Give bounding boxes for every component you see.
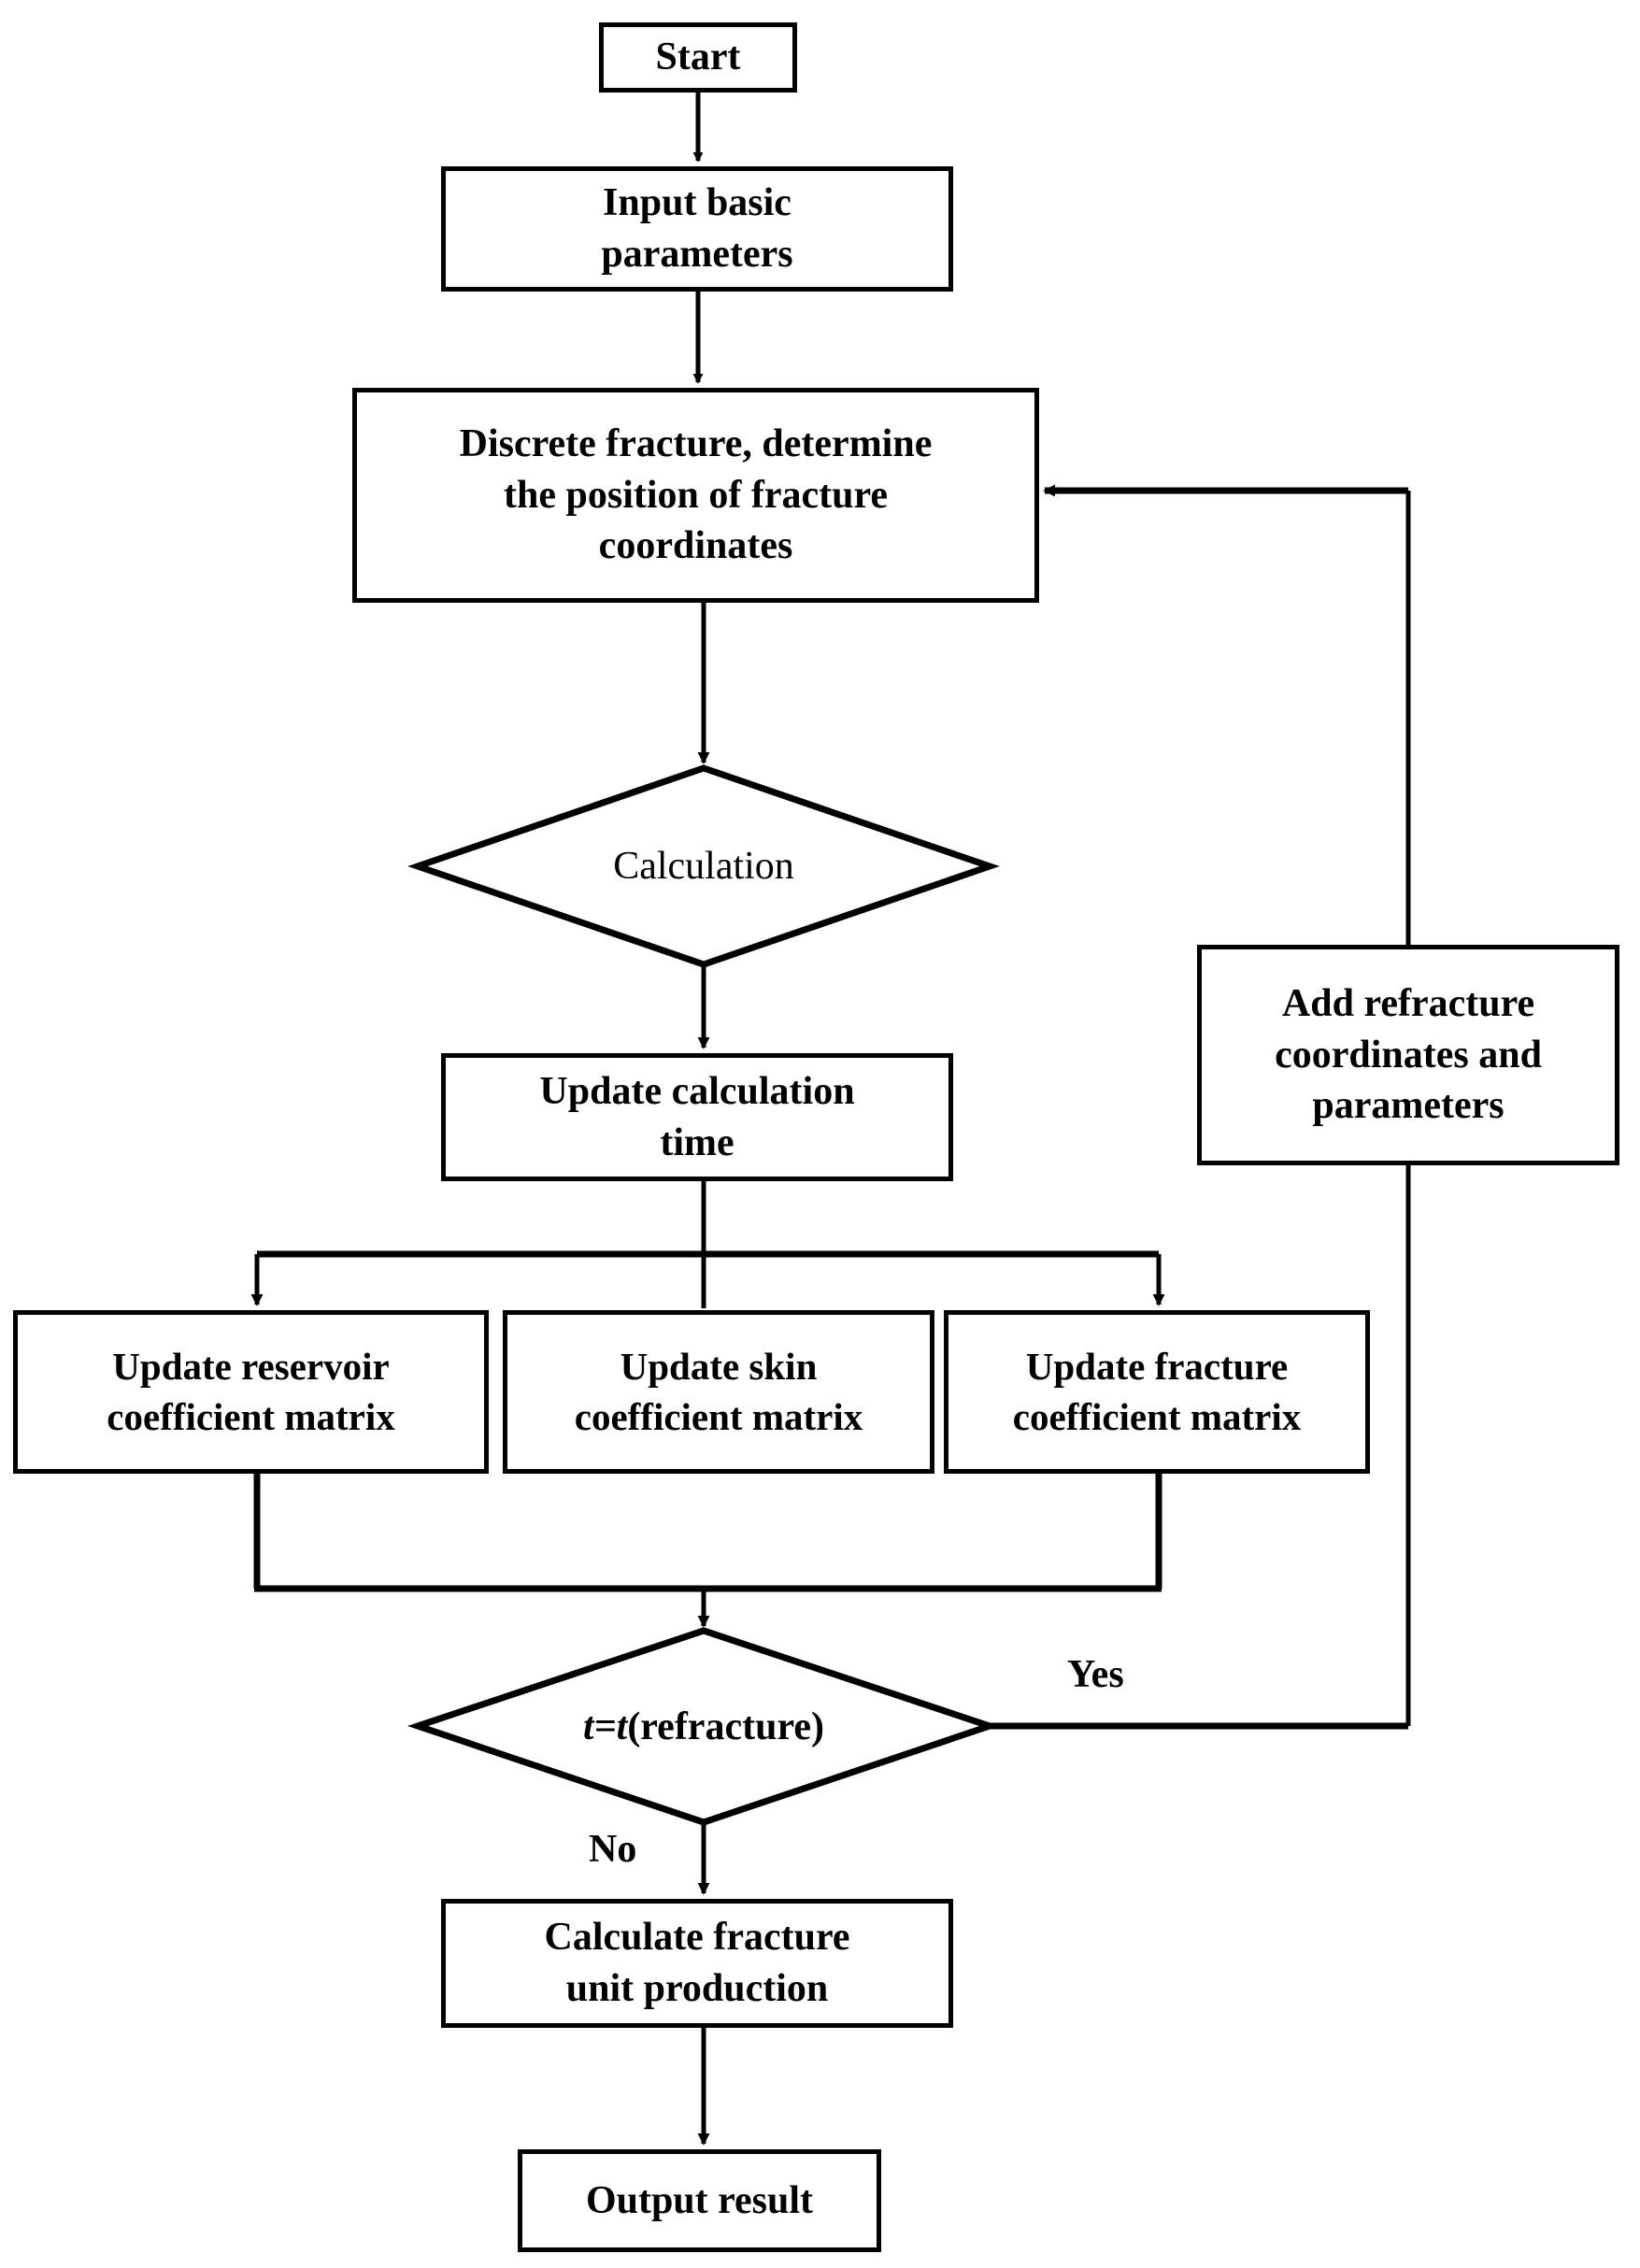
decision-var-t1: t	[583, 1705, 594, 1748]
edge-label-yes: Yes	[1067, 1653, 1124, 1696]
node-calculation-label: Calculation	[613, 845, 794, 888]
edge-label-no: No	[589, 1828, 637, 1871]
decision-operator-equals: =	[593, 1705, 617, 1748]
decision-arg-refracture: (refracture)	[627, 1705, 824, 1748]
decision-var-t2: t	[616, 1705, 628, 1748]
node-decision-refracture-label: t=t(refracture)	[418, 1631, 990, 1822]
node-decision-refracture-diamond[interactable]: t=t(refracture)	[418, 1631, 990, 1822]
node-start-label: Start	[655, 36, 741, 79]
node-calculation-diamond[interactable]: Calculation	[418, 768, 990, 964]
node-output-result-label: Output result	[585, 2178, 814, 2222]
node-start[interactable]: Start	[599, 22, 797, 93]
node-output-result[interactable]: Output result	[518, 2149, 881, 2252]
